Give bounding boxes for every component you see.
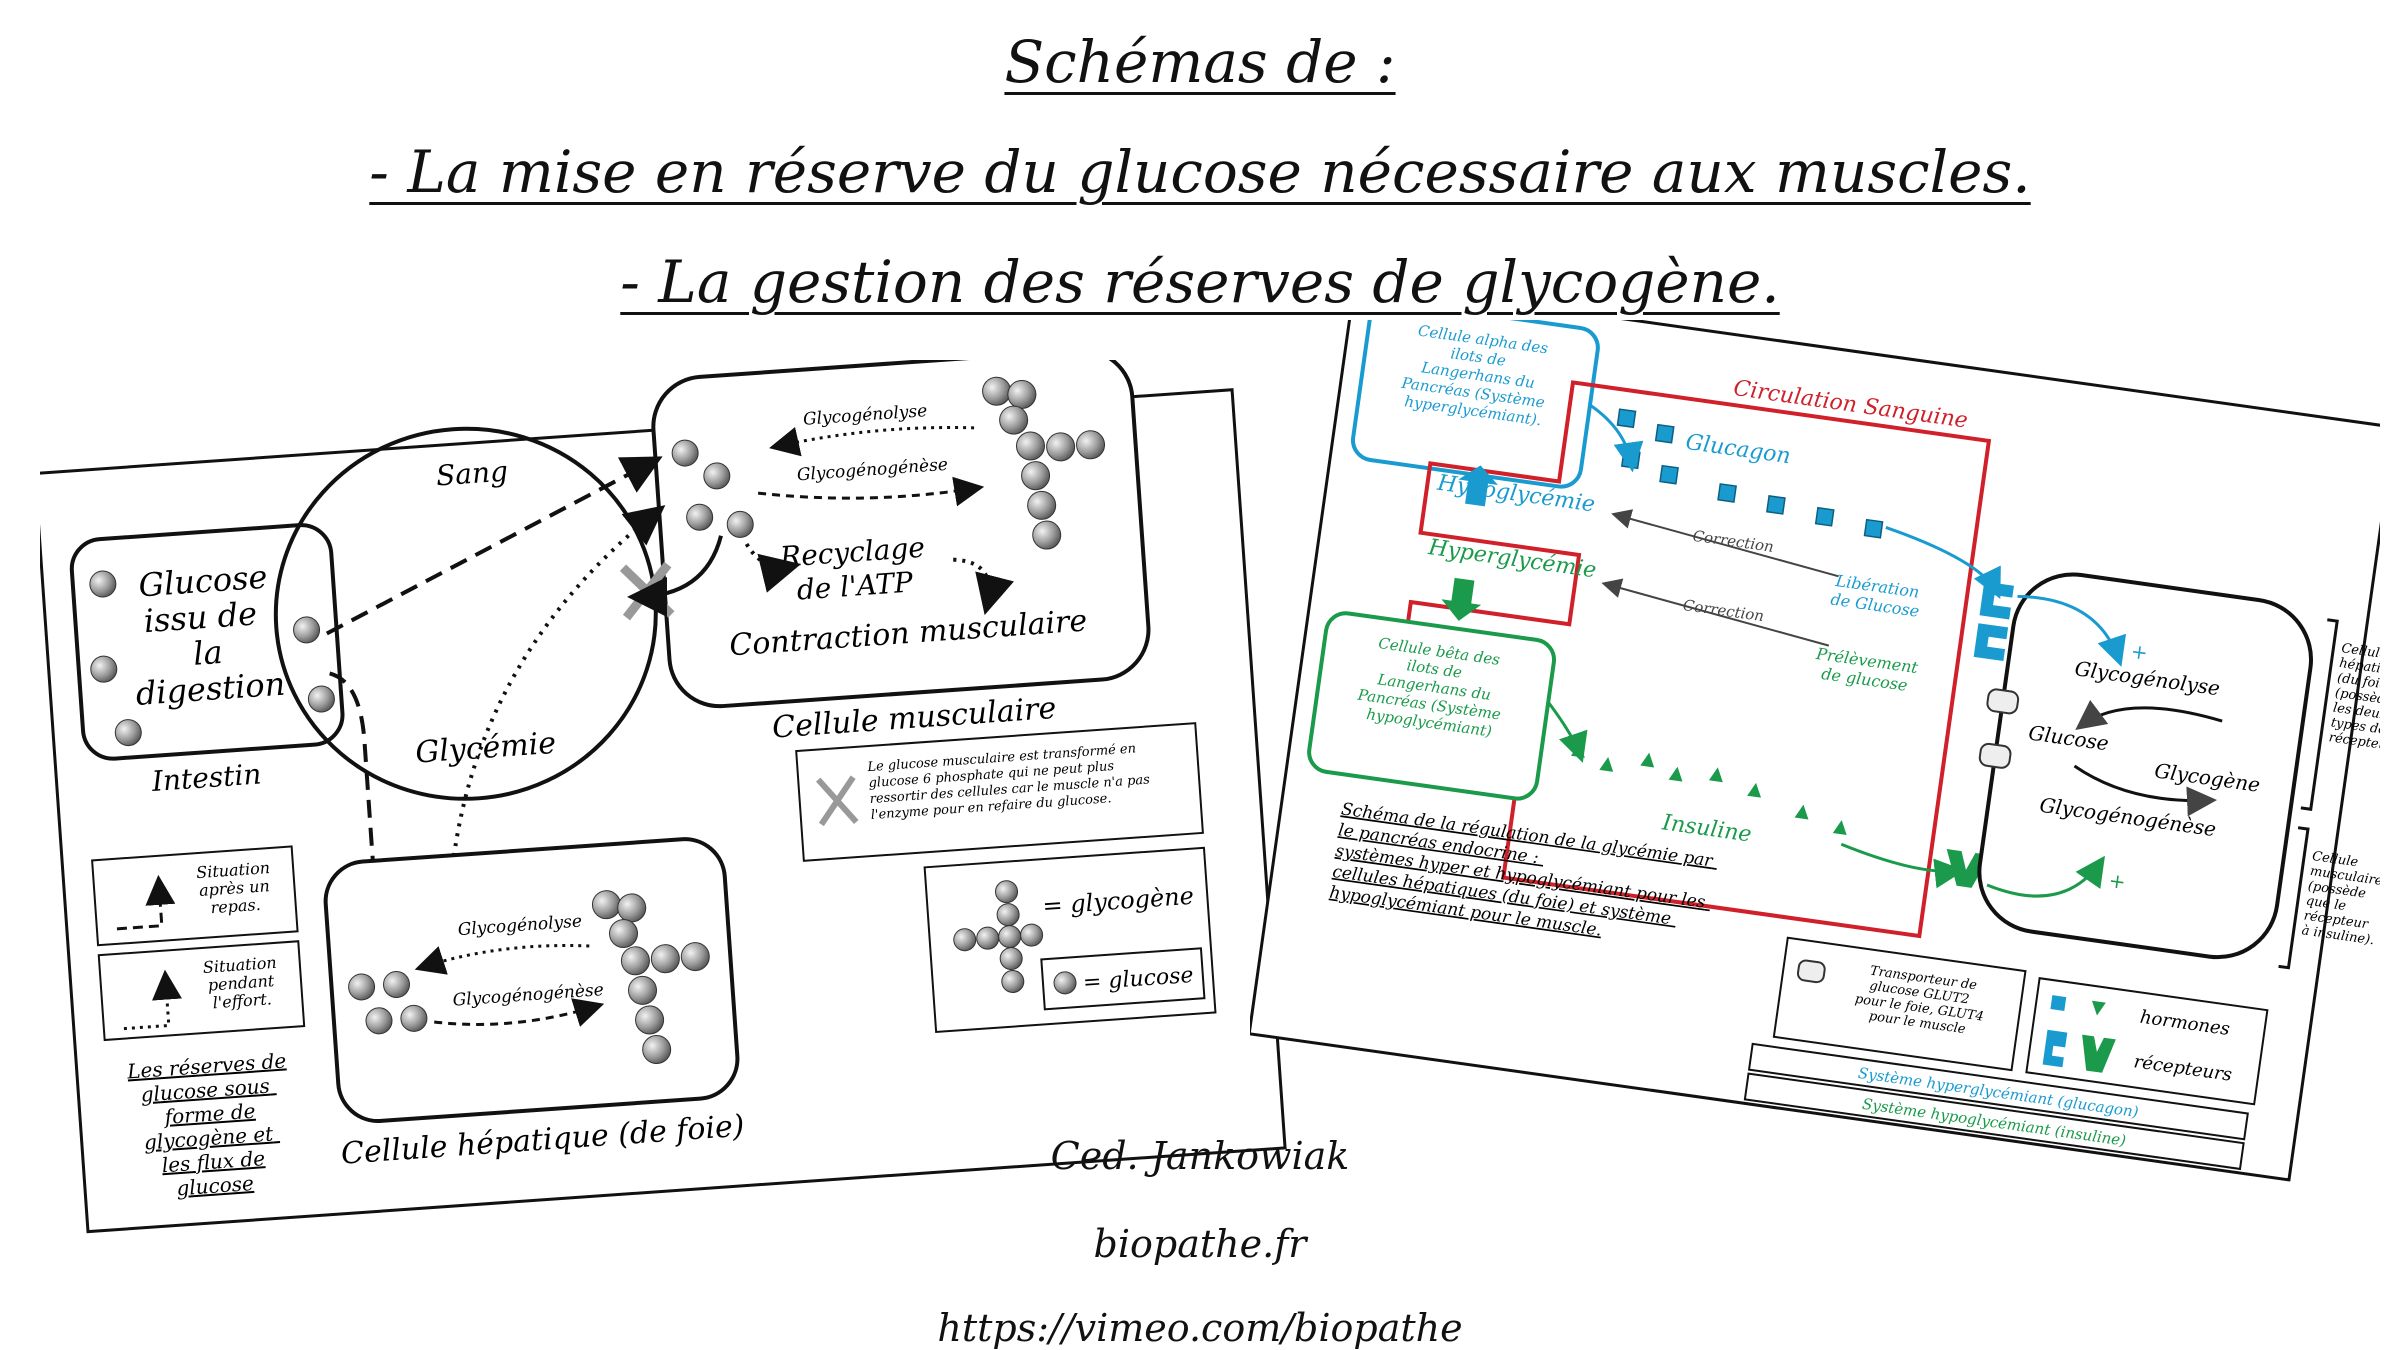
- glucagon-receptor-icon: [1973, 581, 2014, 662]
- legend-insulin-icon: [2091, 1000, 2106, 1016]
- glucose-ball: [686, 503, 714, 531]
- correction-arrow-2: [1601, 578, 1830, 647]
- glucose-ball: [365, 1007, 393, 1035]
- title-line-2: - La mise en réserve du glucose nécessai…: [369, 138, 2031, 206]
- legend-glucagon-icon: [2050, 995, 2067, 1011]
- blood-label: Sang: [435, 455, 509, 493]
- note-cross-icon: [816, 775, 859, 827]
- glucagon-plus-sign: +: [2129, 639, 2149, 665]
- legend-meal-text: Situationaprès unrepas.: [196, 858, 274, 918]
- glucagon-signal-arrow: [2017, 594, 2127, 667]
- intestine-box: [69, 523, 345, 761]
- insulin-to-receptor-arrow: [1840, 842, 1965, 889]
- legend-insulin-receptor-icon: [2082, 1034, 2116, 1073]
- key-glucose-box: [1040, 947, 1206, 1011]
- hormone-legend-box: [2025, 977, 2269, 1106]
- glucose-ball: [703, 462, 731, 490]
- right-diagram-card: Cellule alpha desilots de Langerhans duP…: [1250, 320, 2380, 1182]
- glucose-transporter-icon: [1978, 688, 2020, 769]
- cell-glycogenolysis-arrow: [2075, 699, 2223, 730]
- legend-effort-text: Situationpendantl'effort.: [202, 953, 280, 1013]
- glucose-ball: [307, 685, 335, 713]
- intestine-label: Intestin: [150, 757, 263, 798]
- transporter-legend-box: [1772, 936, 2027, 1072]
- muscle-glycogenolysis-arrow: [769, 426, 975, 457]
- left-diagram-card: Glucoseissu de ladigestion Intestin Sang…: [40, 360, 1287, 1234]
- glucose-ball: [293, 616, 321, 644]
- muscle-glycogen-cluster: [982, 376, 1106, 550]
- key-glycogen-icon: [953, 880, 1044, 994]
- side-muscle-text: Cellulemusculaire (possèdeque le récepte…: [2301, 849, 2380, 949]
- liver-cell-box: [1977, 572, 2314, 960]
- correction-arrow-1: [1611, 509, 1839, 578]
- glucose-ball: [400, 1004, 428, 1032]
- note-box: [795, 722, 1204, 862]
- site-label: biopathe.fr: [1093, 1222, 1307, 1266]
- glucose-ball: [348, 973, 376, 1001]
- glucose-ball: [89, 570, 117, 598]
- glucose-ball: [114, 719, 142, 747]
- alpha-activation-arrow: [1458, 465, 1498, 507]
- glucose-ball: [726, 510, 754, 538]
- digestion-to-liver-arrow: [329, 671, 397, 949]
- key-glucose-icon: [1053, 971, 1077, 995]
- liver-glycogen-cluster: [591, 890, 710, 1065]
- system-hypo-box: [1743, 1072, 2245, 1171]
- glucose-ball: [671, 439, 699, 467]
- glucose-ball: [90, 655, 118, 683]
- blood-circulation-outline: [1397, 380, 1992, 939]
- transporter-legend-icon: [1796, 959, 1826, 984]
- alpha-cell-text: Cellule alpha desilots de Langerhans duP…: [1397, 320, 1558, 430]
- insulin-signal-arrow: [1986, 855, 2105, 898]
- legend-meal-box: [91, 845, 299, 947]
- bracket-muscle: [2278, 826, 2310, 970]
- glucose-ball: [383, 971, 411, 999]
- bracket-liver: [2300, 618, 2339, 811]
- intestine-box-text: Glucoseissu de ladigestion: [127, 557, 286, 713]
- system-hyper-box: [1747, 1042, 2249, 1141]
- author-label: Ced. Jankowiak: [1050, 1134, 1350, 1178]
- cell-glycogenesis-arrow: [2073, 764, 2218, 817]
- title-line-3: - La gestion des réserves de glycogène.: [620, 248, 1780, 316]
- atp-arrow: [744, 542, 802, 593]
- title-line-1: Schémas de :: [1004, 28, 1396, 96]
- digestion-to-muscle-arrow: [325, 456, 663, 636]
- url-label: https://vimeo.com/biopathe: [937, 1306, 1463, 1350]
- alpha-cell-box: [1350, 320, 1600, 489]
- legend-effort-box: [97, 940, 306, 1042]
- insulin-release-arrow: [1547, 701, 1588, 763]
- side-liver-text: Cellulehépatique (du foie)(possède les d…: [2328, 641, 2380, 755]
- beta-activation-arrow: [1441, 577, 1482, 621]
- liver-glycogenesis-arrow: [434, 998, 605, 1027]
- beta-cell-box: [1307, 611, 1557, 801]
- right-card-frame: [1250, 320, 2380, 1182]
- muscle-exit-arrow: [627, 535, 723, 617]
- legend-glucagon-receptor-icon: [2042, 1029, 2068, 1068]
- glucagon-release-arrow: [1589, 403, 1644, 473]
- atp-recycling-label: Recyclagede l'ATP: [778, 531, 928, 608]
- insulin-plus-sign: +: [2107, 868, 2127, 894]
